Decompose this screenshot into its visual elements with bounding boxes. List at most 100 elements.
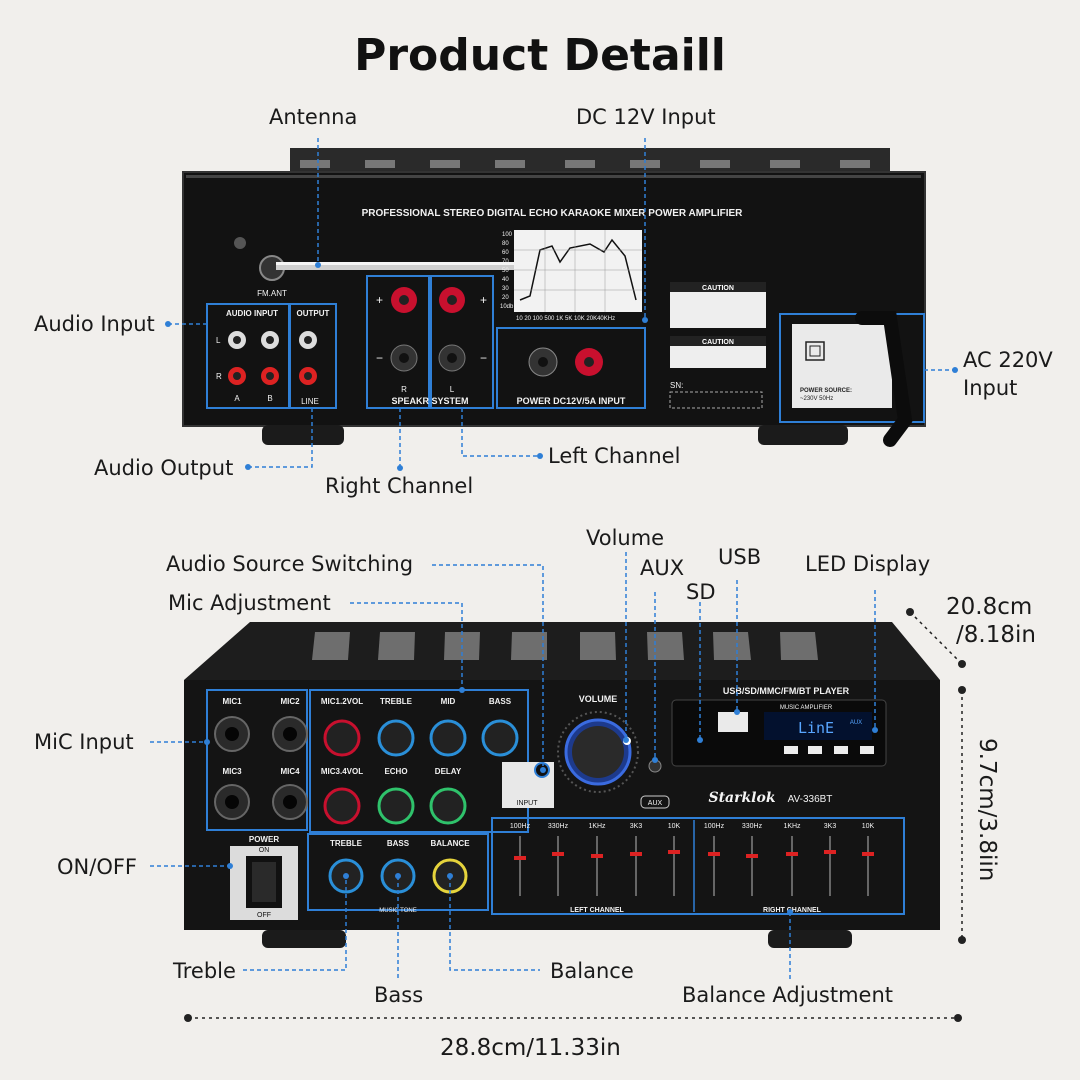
power-source-line2: ~230V 50Hz [800,396,833,402]
eq-band-0: 100Hz [510,823,531,830]
depth-dimension-line1: 20.8cm [946,594,1033,620]
sd-callout: SD [686,580,716,604]
depth-dimension-line2: /8.18in [956,622,1036,648]
svg-text:−: − [376,351,383,365]
eq-band-8: 3K3 [824,823,837,830]
player-label: USB/SD/MMC/FM/BT PLAYER [723,686,850,696]
graph-y-5: 40 [502,277,509,283]
eq-band-5: 100Hz [704,823,725,830]
eq-band-2: 1KHz [588,823,606,830]
mic-knobs [323,719,519,825]
eq-band-9: 10K [862,823,875,830]
dc-input-label: DC 12V Input [576,105,716,129]
line-label: LINE [301,397,319,406]
balance-adjust-callout: Balance Adjustment [682,983,893,1007]
width-dimension: 28.8cm/11.33in [440,1035,621,1061]
caution-label-1: CAUTION [702,285,734,292]
front-unit: MIC1 MIC2 MIC3 MIC4 MIC1.2VOL TREBLE MID… [184,622,940,948]
power-label: POWER [249,835,279,844]
graph-y-1: 80 [502,241,509,247]
audio-output-callout: Audio Output [94,456,234,480]
mic2-label: MIC2 [280,697,300,706]
led-display-callout: LED Display [805,552,931,576]
mic3-label: MIC3 [222,767,242,776]
tone-bass-label: BASS [387,839,410,848]
volume-knob-label: VOLUME [579,694,618,704]
rear-panel: PROFESSIONAL STEREO DIGITAL ECHO KARAOKE… [182,148,926,447]
graph-y-7: 20 [502,295,509,301]
svg-text:+: + [480,293,487,307]
caution-label-2: CAUTION [702,339,734,346]
rear-r-label: R [216,372,222,381]
antenna-label: Antenna [269,105,358,129]
led-aux-tag: AUX [850,720,862,726]
on-off-callout: ON/OFF [57,855,138,879]
input-b-label: B [267,394,272,403]
graph-y-0: 100 [502,232,513,238]
echo-knob-label: ECHO [384,767,407,776]
eq-band-6: 330Hz [742,823,763,830]
sn-label: SN: [670,381,683,390]
mic-input-callout: MiC Input [34,730,134,754]
mic12vol-label: MIC1.2VOL [321,697,363,706]
left-channel-callout: Left Channel [548,444,681,468]
mic-adjust-callout: Mic Adjustment [168,591,331,615]
ac-input-callout-line1: AC 220V [963,348,1053,372]
balance-callout: Balance [550,959,634,983]
power-on-label: ON [259,847,270,854]
aux-jack-label: AUX [648,800,663,807]
mic4-label: MIC4 [280,767,300,776]
graph-y-6: 30 [502,286,509,292]
audio-input-label: AUDIO INPUT [226,309,278,318]
graph-x: 10 20 100 500 1K 5K 10K 20K40KHz [516,316,615,322]
graph-y-3: 70 [502,259,509,265]
rear-header: PROFESSIONAL STEREO DIGITAL ECHO KARAOKE… [362,208,744,219]
input-a-label: A [234,394,240,403]
mic1-label: MIC1 [222,697,242,706]
graph-y-4: 50 [502,268,509,274]
audio-input-callout: Audio Input [34,312,155,336]
mic34vol-label: MIC3.4VOL [321,767,363,776]
dimension-lines [188,611,963,1019]
volume-callout: Volume [586,526,665,550]
svg-text:+: + [376,293,383,307]
power-off-label: OFF [257,912,271,919]
power-dc-label: POWER DC12V/5A INPUT [517,396,626,406]
model-label: AV-336BT [788,794,833,805]
led-display: LinE [798,719,834,737]
height-dimension: 9.7cm/3.8iin [974,738,1000,882]
front-callouts [150,552,876,980]
power-source-line1: POWER SOURCE: [800,388,852,394]
left-channel-eq-label: LEFT CHANNEL [570,907,624,914]
speaker-l-label: L [450,385,455,394]
fm-ant-label: FM.ANT [257,289,287,298]
eq-band-3: 3K3 [630,823,643,830]
page-title: Product Detaill [354,30,726,81]
bass-callout: Bass [374,983,424,1007]
bass-knob-label: BASS [489,697,512,706]
speaker-system-label: SPEAKR SYSTEM [391,396,468,406]
tone-balance-label: BALANCE [430,839,470,848]
eq-band-4: 10K [668,823,681,830]
svg-text:−: − [480,351,487,365]
audio-source-callout: Audio Source Switching [166,552,414,576]
brand-logo: Starklok [708,790,775,806]
rear-l-label: L [216,336,221,345]
input-switch-label: INPUT [517,800,539,807]
aux-callout: AUX [640,556,685,580]
ac-input-callout-line2: Input [963,376,1018,400]
delay-knob-label: DELAY [435,767,462,776]
graph-y-2: 60 [502,250,509,256]
mid-knob-label: MID [441,697,456,706]
music-amp-label: MUSIC AMPLIFIER [780,705,833,711]
graph-y-8: 10db [500,304,514,310]
tone-treble-label: TREBLE [330,839,363,848]
speaker-r-label: R [401,385,407,394]
treble-knob-label: TREBLE [380,697,413,706]
usb-callout: USB [718,545,762,569]
rear-callouts [168,138,955,468]
output-label: OUTPUT [297,309,330,318]
eq-band-1: 330Hz [548,823,569,830]
right-channel-callout: Right Channel [325,474,474,498]
